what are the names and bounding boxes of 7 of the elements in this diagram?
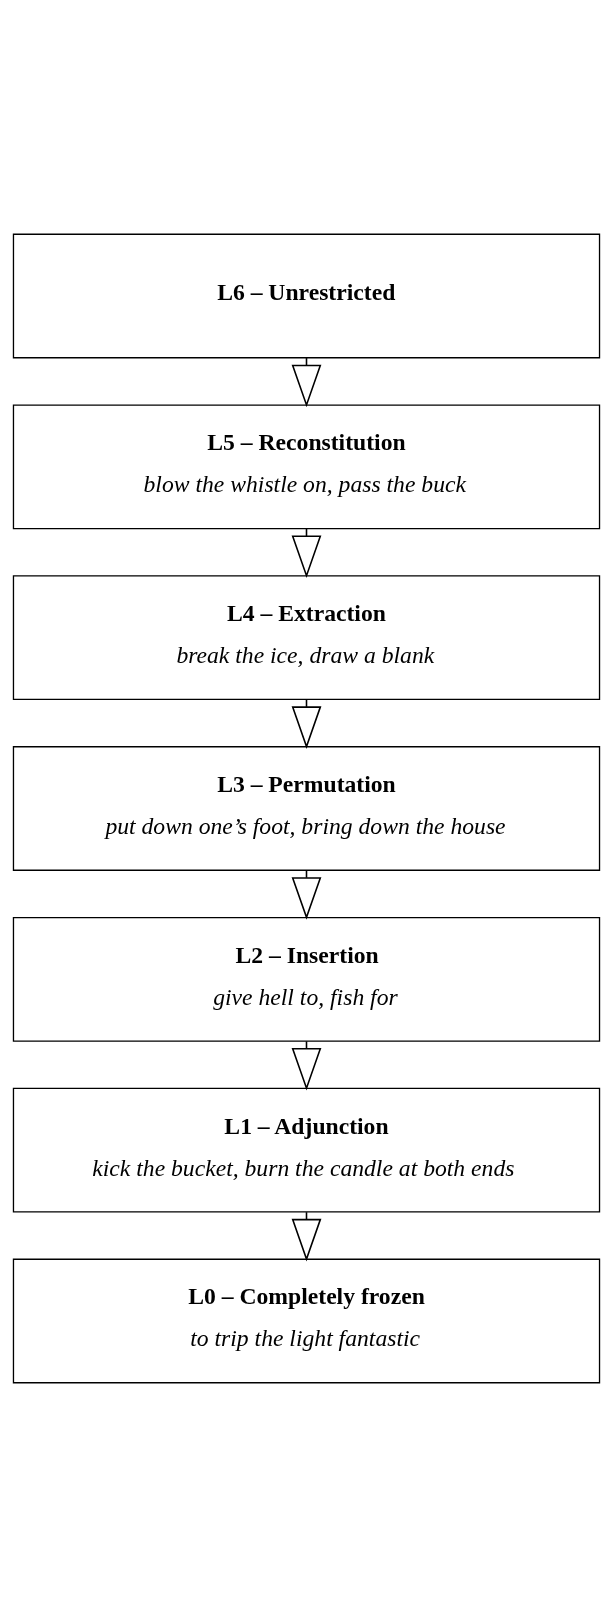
node-box: L1 – Adjunction kick the bucket, burn the candle at both ends xyxy=(12,1087,601,1213)
node-box: L6 – Unrestricted xyxy=(12,233,601,358)
node-box: L5 – Reconstitution blow the whistle on, pass the buck xyxy=(12,403,601,529)
node-box: L2 – Insertion give hell to, fish for xyxy=(12,916,601,1042)
node-box: L0 – Completely frozen to trip the light fantastic xyxy=(12,1258,601,1383)
node-box: L4 – Extraction break the ice, draw a blank xyxy=(12,574,601,700)
node-box: L3 – Permutation put down one’s foot, bring down the house xyxy=(12,745,601,871)
